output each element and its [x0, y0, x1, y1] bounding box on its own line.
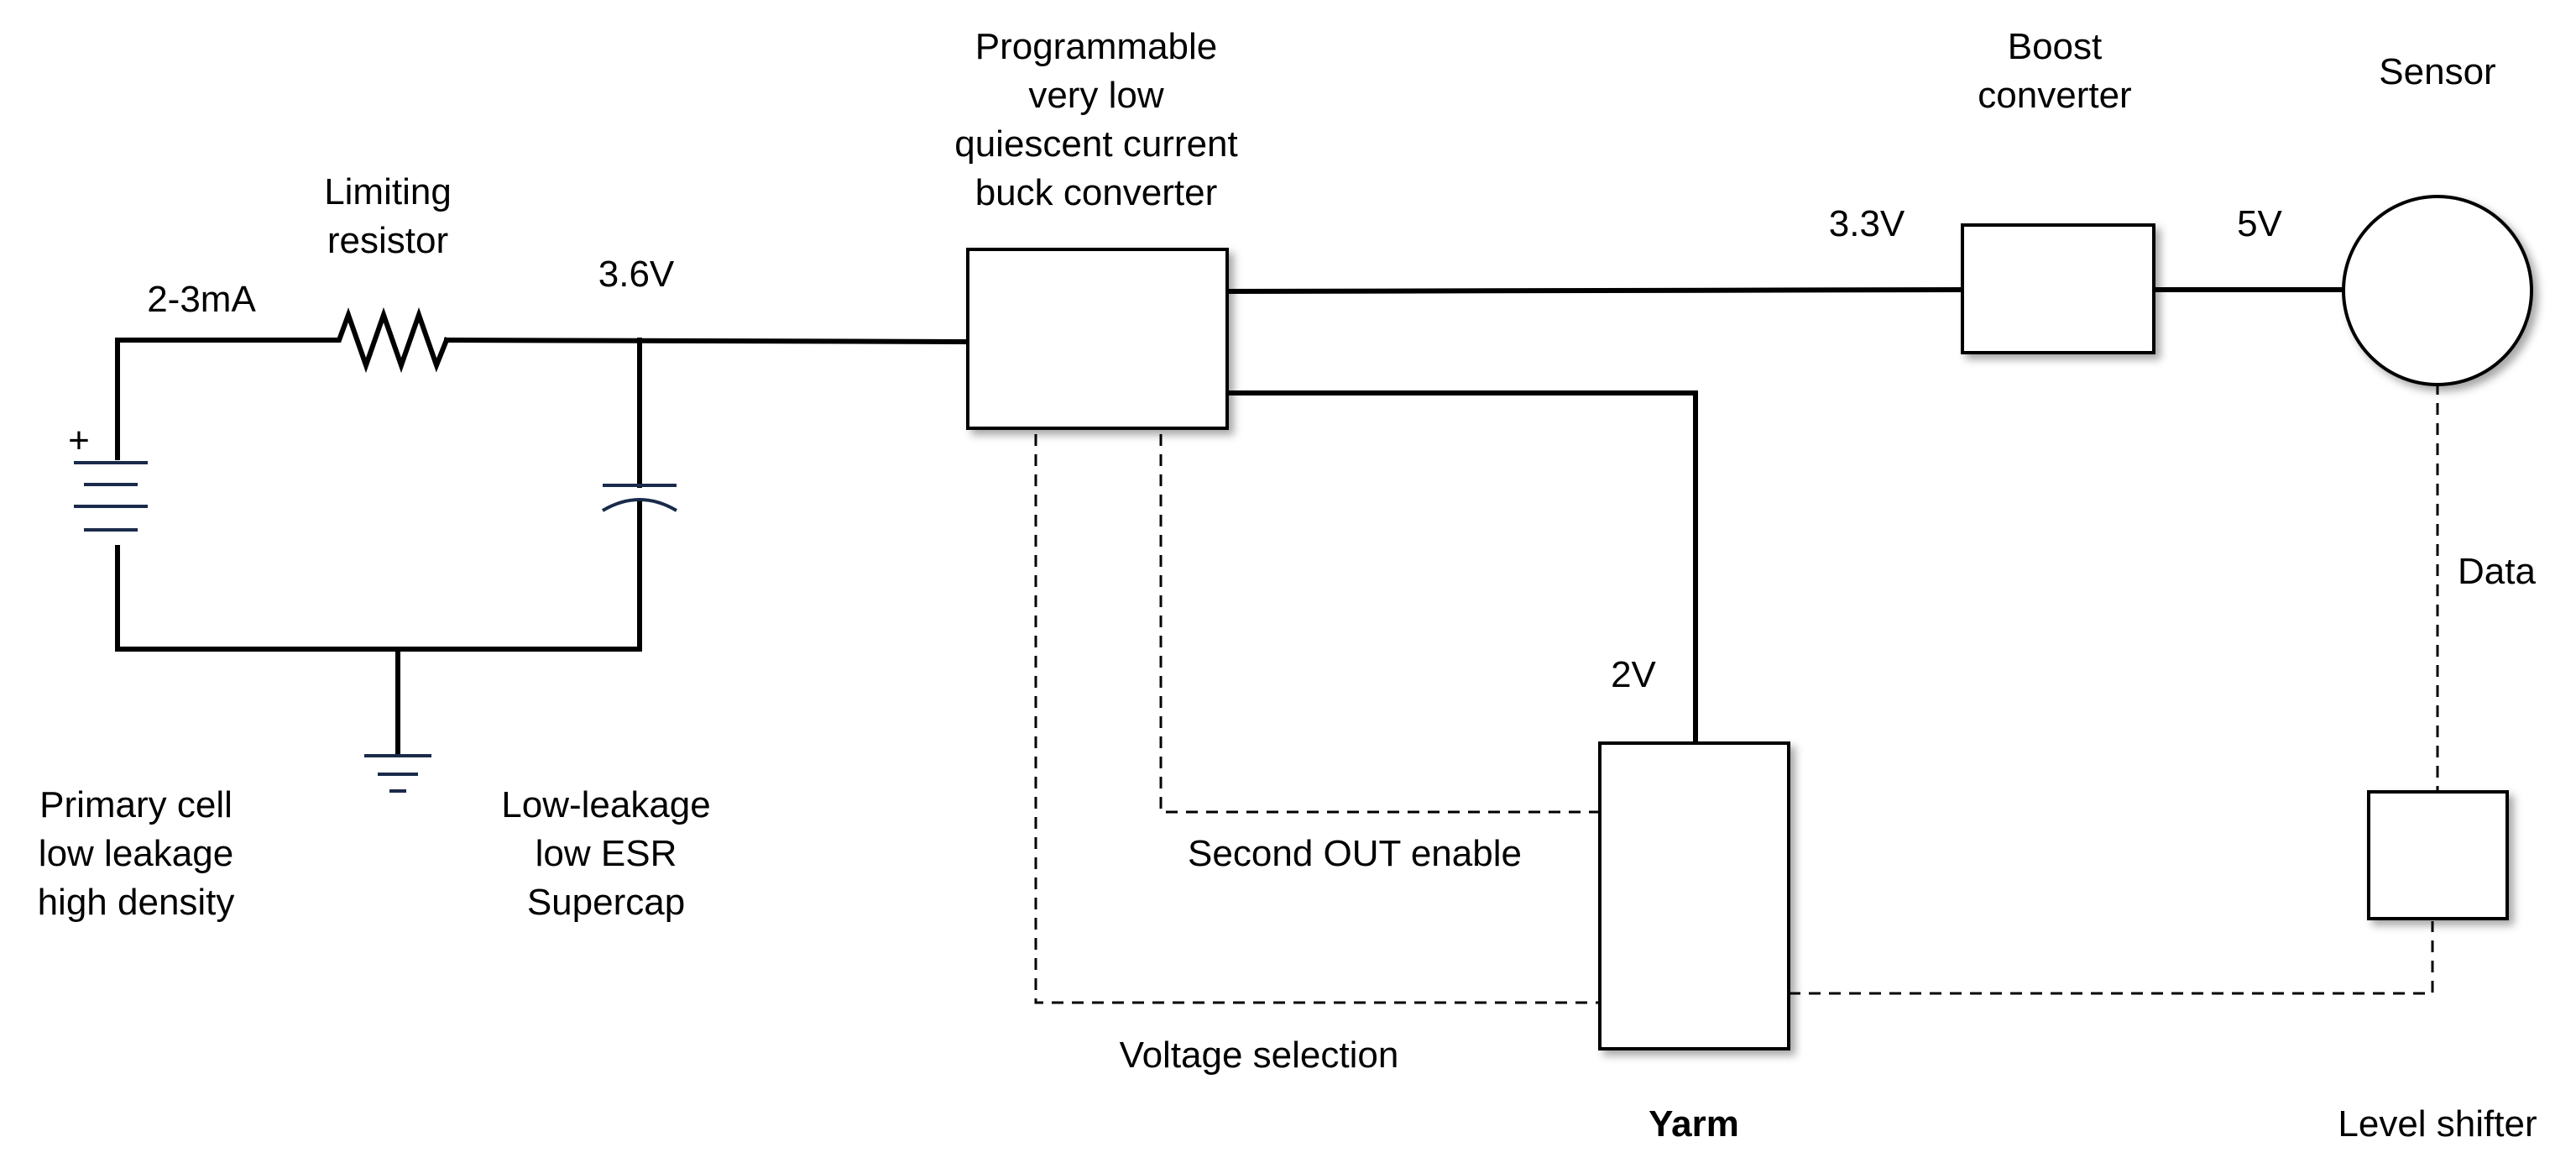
boost-label-line-1: Boost [2007, 26, 2103, 67]
primary-cell-label: Primary cell low leakage high density [38, 781, 235, 927]
wire-buck-to-boost [1224, 286, 1966, 295]
level-shifter-label: Level shifter [2338, 1103, 2537, 1145]
yarm-box [1598, 741, 1790, 1050]
supercap-line-3: Supercap [526, 882, 686, 923]
wire-resistor-to-buck [443, 337, 977, 345]
dashed-yarm-to-level-shifter-line [1789, 921, 2434, 995]
primary-cell-line-2: low leakage [38, 833, 234, 874]
resistor-label: Limiting resistor [324, 168, 452, 265]
second-out-enable-label: Second OUT enable [1188, 833, 1522, 874]
buck-label-line-4: buck converter [974, 172, 1218, 213]
sensor-circle [2342, 195, 2533, 386]
boost-converter-label: Boost converter [1978, 23, 2131, 120]
voltage-selection-label: Voltage selection [1119, 1035, 1399, 1076]
battery-plus-label: + [68, 420, 90, 461]
dashed-second-out-enable-line [1159, 434, 1600, 814]
battery-symbol [74, 461, 148, 532]
supercap-label: Low-leakage low ESR Supercap [501, 781, 711, 927]
buck-label-line-2: very low [1028, 75, 1164, 116]
supercap-line-2: low ESR [535, 833, 677, 874]
yarm-label: Yarm [1649, 1103, 1739, 1145]
capacitor-symbol [601, 484, 678, 512]
battery-current-label: 2-3mA [147, 279, 256, 320]
resistor-label-line-2: resistor [327, 220, 449, 261]
primary-cell-line-3: high density [37, 882, 235, 923]
buck-label-line-3: quiescent current [954, 123, 1238, 165]
boost-converter-box [1961, 223, 2155, 354]
resistor-symbol [327, 306, 450, 374]
primary-cell-line-1: Primary cell [39, 784, 233, 825]
supercap-line-1: Low-leakage [501, 784, 711, 825]
buck-label-line-1: Programmable [974, 26, 1218, 67]
wire-battery-to-resistor [115, 338, 332, 460]
boost-label-line-2: converter [1978, 75, 2132, 116]
resistor-label-line-1: Limiting [324, 171, 452, 212]
wire-buck-to-yarm [1225, 390, 1698, 746]
ground-symbol [364, 754, 431, 793]
wire-bottom-rail [115, 545, 642, 652]
dashed-voltage-selection-line [1034, 434, 1600, 1004]
buck-converter-box [966, 248, 1229, 430]
output-voltage-3v3-label: 3.3V [1828, 203, 1905, 244]
yarm-voltage-label: 2V [1611, 654, 1656, 695]
data-label: Data [2458, 551, 2536, 592]
sensor-label: Sensor [2379, 51, 2496, 92]
capacitor-voltage-label: 3.6V [598, 254, 675, 295]
level-shifter-box [2367, 790, 2509, 920]
buck-converter-label: Programmable very low quiescent current … [954, 23, 1238, 217]
sensor-voltage-label: 5V [2237, 203, 2282, 244]
